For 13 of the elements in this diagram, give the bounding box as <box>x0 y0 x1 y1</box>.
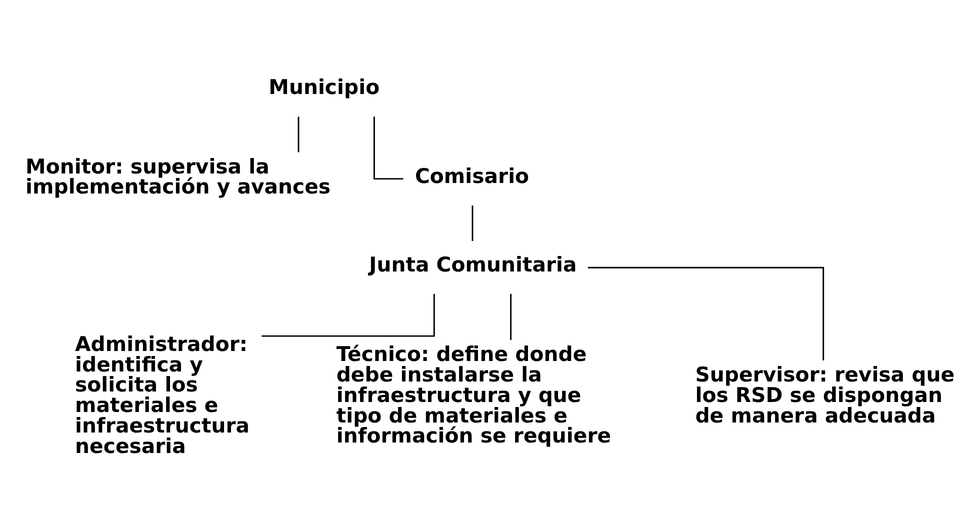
node-text: Técnico: define donde debe instalarse la infraestructura y que tipo de materiales e información se requiere <box>336 342 612 448</box>
node-text: Junta Comunitaria <box>369 252 577 276</box>
node-text: Administrador: identifica y solicita los materiales e infraestructura necesaria <box>75 331 250 458</box>
node-text: Supervisor: revisa que los RSD se dispongan de manera adecuada <box>695 362 955 427</box>
node-text: Comisario <box>414 163 530 188</box>
node-text: Monitor: supervisa la implementación y avances <box>26 154 331 198</box>
connector <box>472 204 474 240</box>
connector <box>510 293 512 340</box>
connector <box>262 293 435 336</box>
connector <box>373 116 404 180</box>
connector <box>588 266 824 360</box>
node-text: Municipio <box>268 74 380 98</box>
connector <box>298 116 300 152</box>
